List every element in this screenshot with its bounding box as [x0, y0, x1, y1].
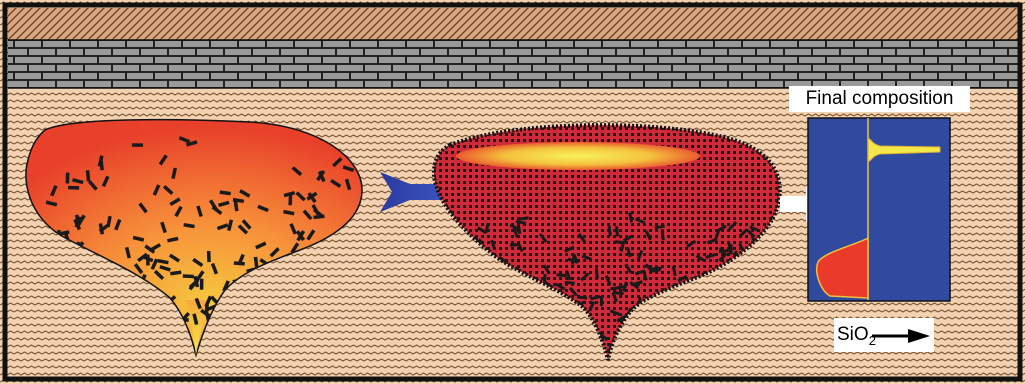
final-composition-label: Final composition: [789, 86, 970, 112]
crystal: [200, 279, 204, 290]
crystal: [207, 251, 211, 262]
sio2-base: SiO: [837, 324, 869, 345]
sediment-cap-layer: [8, 8, 1018, 40]
composition-panel: [808, 118, 950, 301]
sio2-text: SiO2: [837, 324, 876, 348]
crystal: [730, 244, 733, 254]
crystal: [132, 143, 143, 147]
crystal: [68, 186, 79, 190]
sio2-axis-label: SiO2: [834, 318, 934, 352]
crystal: [66, 172, 70, 183]
sio2-arrow-icon: [872, 328, 932, 344]
silicic-cap-lens: [456, 142, 700, 170]
crystal: [183, 274, 194, 278]
crystal: [543, 274, 547, 284]
limestone-band: [8, 40, 1018, 88]
